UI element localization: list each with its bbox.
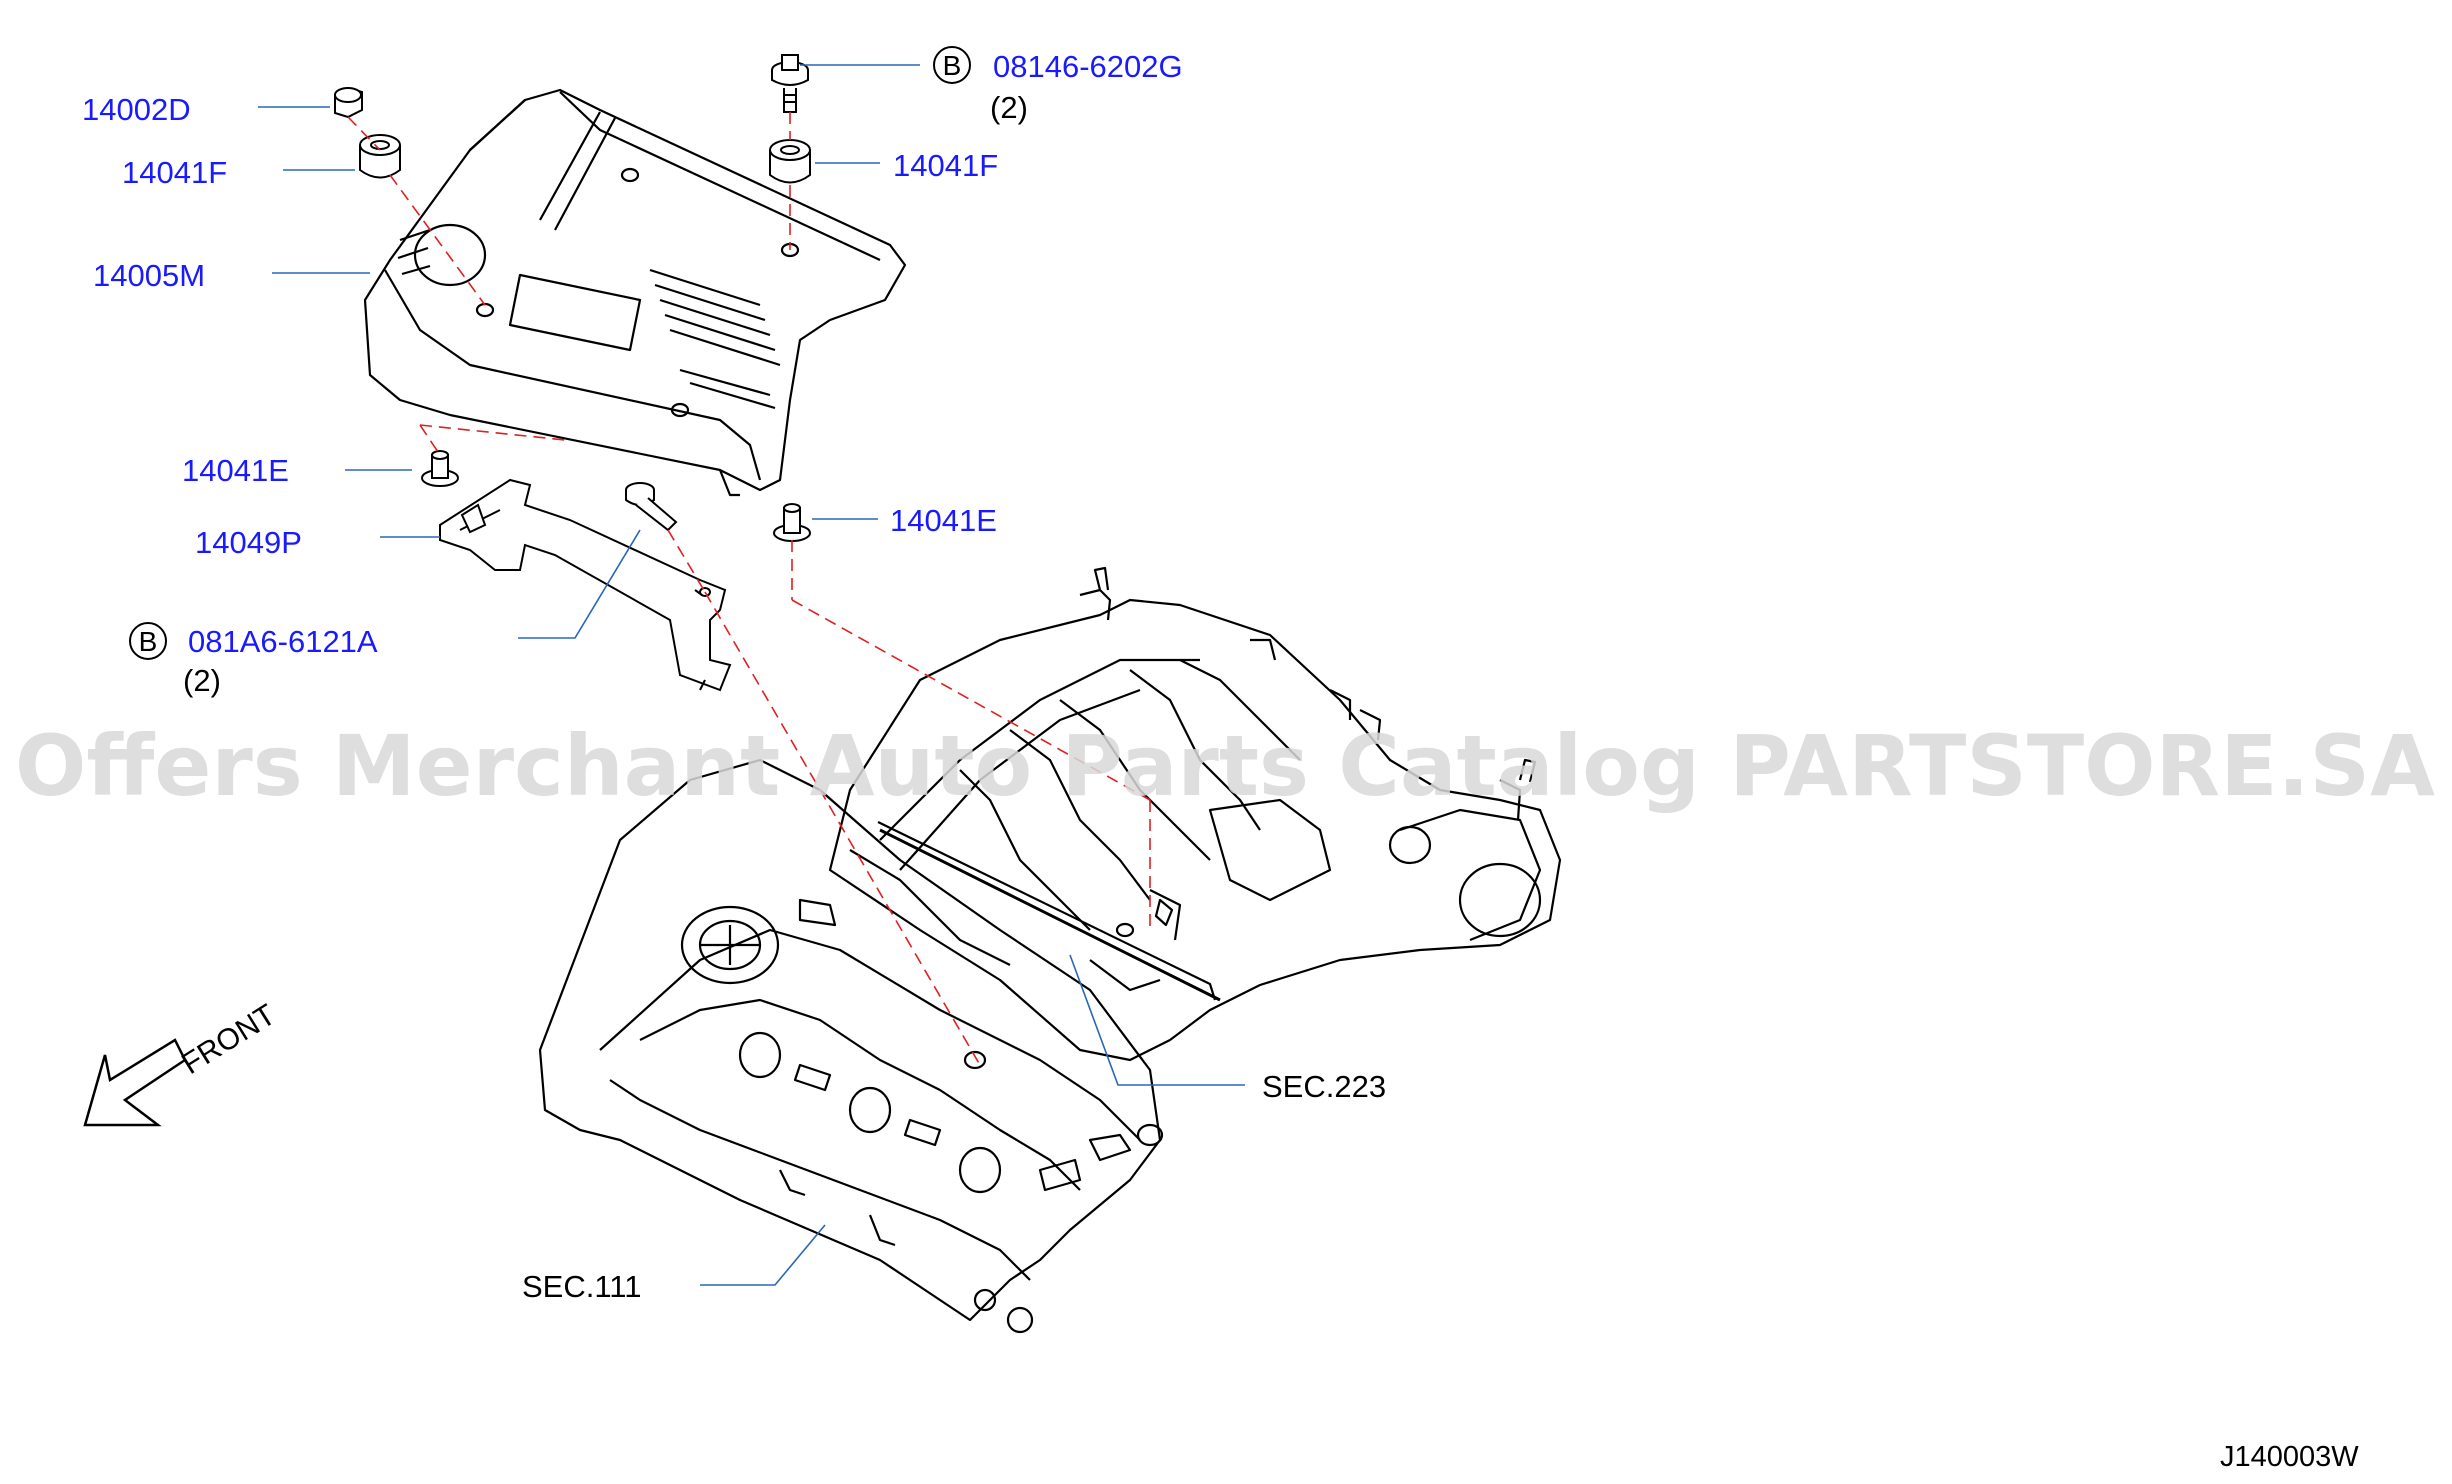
front-arrow-icon [83, 1038, 187, 1127]
leader-lines [258, 64, 1245, 1286]
section-link-sec111[interactable]: SEC.111 [522, 1269, 641, 1304]
qty-081a6: (2) [183, 663, 221, 698]
part-link-14041e-left[interactable]: 14041E [182, 453, 289, 488]
grommet-14041f-right-drawing [769, 139, 811, 184]
section-link-sec223[interactable]: SEC.223 [1262, 1069, 1386, 1104]
part-link-14041e-right[interactable]: 14041E [890, 503, 997, 538]
bolt-08146-drawing [771, 54, 809, 113]
watermark-text: Offers Merchant Auto Parts Catalog PARTS… [15, 717, 2435, 815]
bracket-14049p-drawing [439, 478, 732, 692]
part-link-14041f-left[interactable]: 14041F [122, 155, 227, 190]
assembly-lines [347, 112, 1151, 1066]
qty-08146: (2) [990, 90, 1028, 125]
nut-14002d-drawing [334, 86, 363, 119]
intake-manifold-drawing [828, 566, 1562, 1062]
front-label: FRONT [176, 998, 281, 1081]
rocker-cover-drawing [538, 758, 1164, 1334]
part-link-14041f-right[interactable]: 14041F [893, 148, 998, 183]
bolt-081a6-drawing [460, 482, 678, 534]
grommet-14041f-left-drawing [359, 134, 401, 179]
part-link-14005m[interactable]: 14005M [93, 258, 205, 293]
collar-14041e-left-drawing [421, 450, 459, 487]
badge-b-081a6-text: B [139, 626, 158, 657]
part-link-08146-6202g[interactable]: 08146-6202G [993, 49, 1183, 84]
diagram-id: J140003W [2220, 1441, 2359, 1473]
badge-b-081a6: B [129, 622, 167, 660]
badge-b-08146-text: B [943, 50, 962, 81]
collar-14041e-right-drawing [773, 503, 811, 542]
part-link-081a6-6121a[interactable]: 081A6-6121A [188, 624, 378, 659]
part-link-14049p[interactable]: 14049P [195, 525, 302, 560]
part-link-14002d[interactable]: 14002D [82, 92, 191, 127]
engine-cover-drawing [363, 88, 907, 497]
badge-b-08146: B [933, 46, 971, 84]
